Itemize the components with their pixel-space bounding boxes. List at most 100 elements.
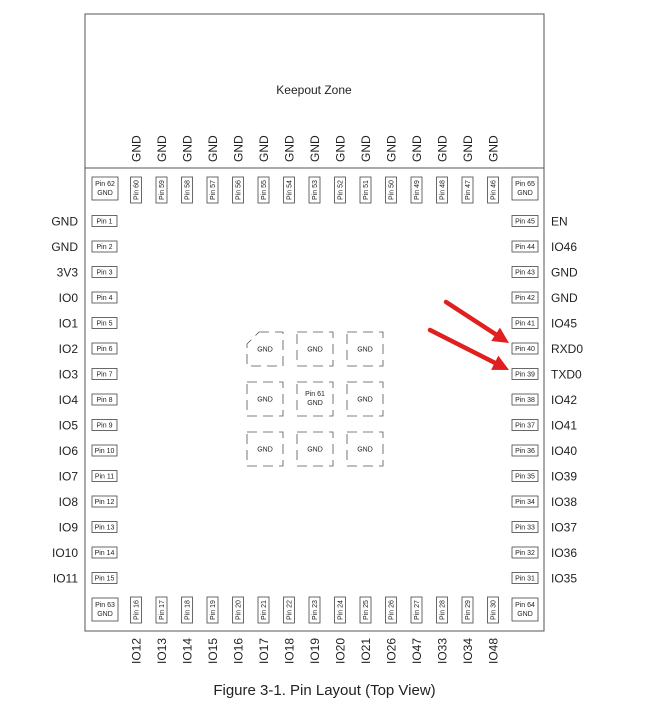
pin-label-bottom: Pin 28 — [440, 600, 447, 620]
pin-label-bottom: Pin 18 — [185, 600, 192, 620]
signal-label-bottom: IO12 — [130, 638, 144, 664]
pin-box-right — [511, 368, 539, 380]
center-pad-label: GND — [257, 447, 273, 454]
center-pad-label: GND — [257, 347, 273, 354]
pin-label-right: Pin 39 — [515, 372, 535, 379]
center-pad — [296, 331, 334, 367]
signal-label-bottom: IO20 — [334, 638, 348, 664]
pin-box-top — [334, 176, 346, 204]
pin-label-left: Pin 6 — [97, 346, 113, 353]
pin-label-right: Pin 45 — [515, 219, 535, 226]
arrow-shaft — [427, 327, 497, 366]
corner-pin-63-box — [91, 597, 119, 622]
pin-label-bottom: Pin 30 — [491, 600, 498, 620]
pin-box-top — [410, 176, 423, 204]
pin-label-top: Pin 46 — [491, 180, 498, 200]
pin-label-right: Pin 32 — [515, 550, 535, 557]
pin-label-top: Pin 51 — [363, 180, 370, 200]
pin-box-bottom — [257, 596, 270, 624]
signal-label-left: IO8 — [59, 495, 79, 509]
corner-pin-65-signal: GND — [517, 190, 533, 197]
signal-label-top: GND — [436, 135, 450, 162]
signal-label-bottom: IO48 — [487, 638, 501, 664]
signal-label-right: IO45 — [551, 317, 577, 331]
pin-label-bottom: Pin 16 — [134, 600, 141, 620]
center-pad-label: GND — [257, 397, 273, 404]
pin-box-bottom — [359, 596, 372, 624]
pin-label-top: Pin 48 — [440, 180, 447, 200]
corner-pin-62-pin: Pin 62 — [95, 181, 115, 188]
pin-label-top: Pin 52 — [338, 180, 345, 200]
signal-label-top: GND — [461, 135, 475, 162]
center-pad — [346, 381, 384, 417]
pin-box-bottom — [410, 596, 423, 624]
signal-label-right: IO38 — [551, 495, 577, 509]
pin-box-bottom — [334, 596, 346, 624]
pin-label-top: Pin 60 — [134, 180, 141, 200]
signal-label-right: GND — [551, 291, 578, 305]
pin-box-left — [91, 266, 118, 278]
pin-box-right — [511, 419, 539, 431]
pin-box-top — [130, 176, 142, 204]
signal-label-top: GND — [385, 135, 399, 162]
pin-label-left: Pin 9 — [97, 423, 113, 430]
signal-label-right: IO42 — [551, 393, 577, 407]
signal-label-bottom: IO33 — [436, 638, 450, 664]
arrow-head — [491, 327, 509, 343]
signal-label-right: IO40 — [551, 444, 577, 458]
signal-label-left: IO5 — [59, 419, 79, 433]
pin-box-top — [487, 176, 499, 204]
pin-label-top: Pin 58 — [185, 180, 192, 200]
pin-label-left: Pin 10 — [95, 448, 115, 455]
pin-label-right: Pin 35 — [515, 474, 535, 481]
pin-label-right: Pin 44 — [515, 244, 535, 251]
pin-box-right — [511, 240, 539, 253]
signal-label-bottom: IO13 — [155, 638, 169, 664]
signal-label-bottom: IO18 — [283, 638, 297, 664]
signal-label-left: IO9 — [59, 521, 79, 535]
pin-label-top: Pin 53 — [312, 180, 319, 200]
pin-label-bottom: Pin 21 — [261, 600, 268, 620]
center-pad-label: GND — [307, 447, 323, 454]
pin-label-left: Pin 5 — [97, 321, 113, 328]
pin-box-right — [511, 266, 539, 278]
corner-pin-65-pin: Pin 65 — [515, 181, 535, 188]
signal-label-left: IO3 — [59, 368, 79, 382]
pin-box-left — [91, 444, 118, 457]
pin-label-left: Pin 4 — [97, 295, 113, 302]
center-pad — [346, 331, 384, 367]
signal-label-top: GND — [232, 135, 246, 162]
pin-box-left — [91, 419, 118, 431]
pin-label-left: Pin 11 — [95, 474, 114, 481]
signal-label-bottom: IO19 — [308, 638, 322, 664]
pin-label-bottom: Pin 19 — [210, 600, 217, 620]
pin-box-bottom — [461, 596, 474, 624]
center-pad-61-signal: GND — [307, 400, 323, 407]
pin-label-bottom: Pin 26 — [389, 600, 396, 620]
pin-box-bottom — [206, 596, 219, 624]
pin-box-top — [232, 176, 244, 204]
pin-label-left: Pin 7 — [97, 372, 113, 379]
signal-label-bottom: IO26 — [385, 638, 399, 664]
pin-box-top — [181, 176, 193, 204]
corner-pin-64-signal: GND — [517, 611, 533, 618]
pin-box-top — [257, 176, 270, 204]
pin-box-top — [206, 176, 219, 204]
signal-label-right: TXD0 — [551, 368, 582, 382]
pin-box-bottom — [308, 596, 321, 624]
corner-pin-64-pin: Pin 64 — [515, 602, 535, 609]
pin-label-right: Pin 43 — [515, 270, 535, 277]
center-pad — [346, 431, 384, 467]
pin-box-right — [511, 291, 539, 304]
signal-label-left: IO11 — [53, 572, 78, 586]
signal-label-right: IO36 — [551, 546, 577, 560]
pin-label-right: Pin 36 — [515, 448, 535, 455]
pin-box-right — [511, 444, 539, 457]
pin-box-bottom — [385, 596, 397, 624]
pin-label-top: Pin 54 — [287, 180, 294, 200]
center-pad — [296, 431, 334, 467]
pin-box-left — [91, 215, 118, 227]
pin-box-left — [91, 470, 118, 482]
pin-box-right — [511, 495, 539, 508]
center-pad — [246, 431, 284, 467]
